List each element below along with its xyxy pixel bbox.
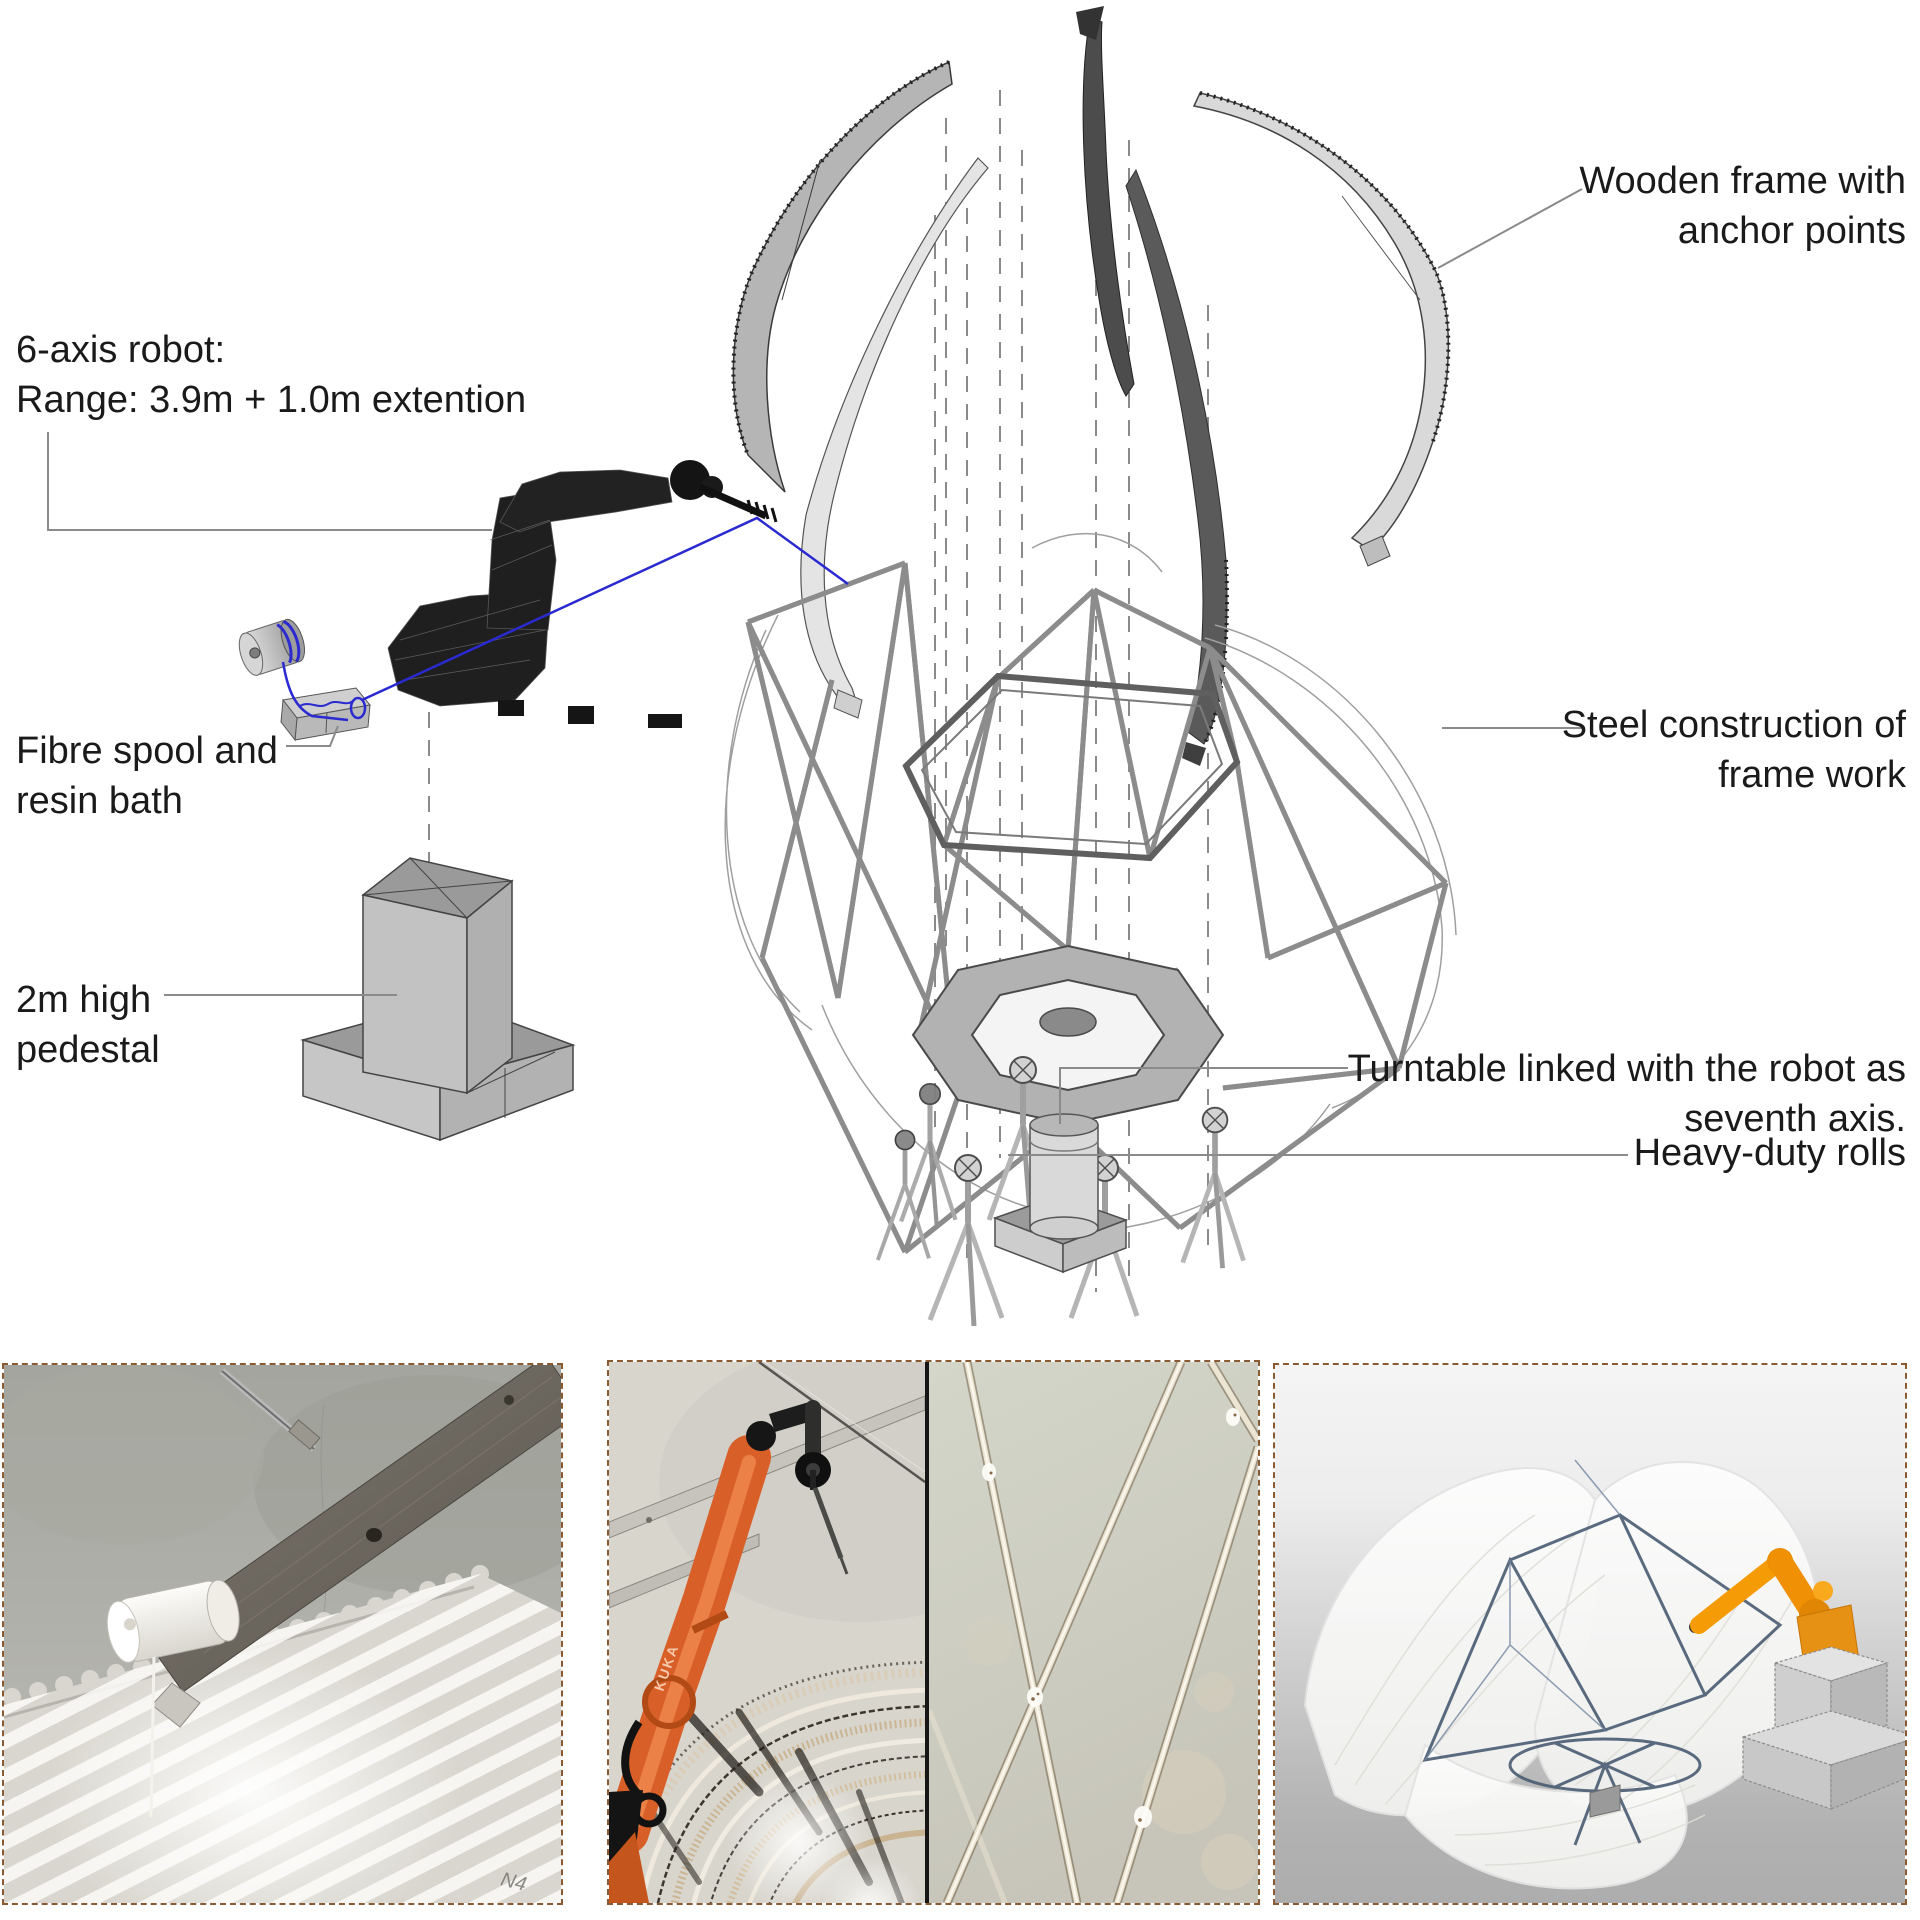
leader-lines xyxy=(47,188,1628,1156)
anchor-points-ticks xyxy=(1199,91,1451,445)
spindle-effector xyxy=(795,1400,849,1575)
label-spool: Fibre spool and resin bath xyxy=(16,726,278,826)
label-robot-line1: 6-axis robot: xyxy=(16,329,226,371)
label-robot: 6-axis robot: Range: 3.9m + 1.0m extenti… xyxy=(16,325,526,425)
render-pedestal xyxy=(1740,1646,1905,1810)
label-rolls: Heavy-duty rolls xyxy=(1634,1128,1906,1178)
hanging-thread xyxy=(149,1656,156,1818)
label-pedestal-line1: 2m high xyxy=(16,979,152,1021)
render-pavilion xyxy=(1273,1363,1907,1905)
leader-turntable xyxy=(1059,1067,1348,1124)
roll-tripod xyxy=(899,1082,958,1227)
roll-tripod xyxy=(875,1129,931,1261)
white-spool-cylinder xyxy=(106,1579,240,1663)
photo-fiber-net xyxy=(929,1362,1258,1903)
label-spool-line2: resin bath xyxy=(16,780,183,822)
robot-feet xyxy=(498,700,682,728)
label-wooden-line2: anchor points xyxy=(1677,210,1906,252)
metal-rod xyxy=(219,1368,321,1452)
robot-mesh-hatch xyxy=(394,519,553,681)
steel-frame-thin xyxy=(1424,1459,1621,1761)
photo-fiber-net-art xyxy=(929,1362,1258,1903)
render-pavilion-art xyxy=(1275,1365,1905,1903)
kuka-arm: KUKA xyxy=(609,1400,849,1903)
label-steel-line1: Steel construction of xyxy=(1561,704,1906,746)
wooden-frame-pieces xyxy=(731,6,1451,766)
fibre-spool xyxy=(238,618,306,676)
wooden-frame-center-dark xyxy=(1076,6,1135,397)
leader-spool xyxy=(286,725,339,747)
six-axis-robot xyxy=(387,460,778,728)
turntable-group xyxy=(875,1056,1246,1327)
end-effector-comb xyxy=(746,499,778,523)
render-robot xyxy=(1689,1548,1860,1672)
exploded-axonometric-diagram xyxy=(47,6,1628,1327)
steel-construction xyxy=(724,532,1457,1252)
label-steel-line2: frame work xyxy=(1718,754,1906,796)
label-wooden-frame: Wooden frame with anchor points xyxy=(1579,156,1906,256)
wooden-frame-center-right-dark xyxy=(1125,168,1229,766)
fiber-envelope-outlines xyxy=(724,532,1457,1233)
steel-top-ring xyxy=(902,672,1241,862)
anchor-points-ticks xyxy=(731,60,950,456)
fiber-dome xyxy=(611,1660,925,1903)
label-turntable-line1: Turntable linked with the robot as xyxy=(1347,1048,1906,1090)
render-turntable xyxy=(1589,1784,1621,1818)
resin-bath xyxy=(280,687,371,742)
leader-wooden-frame xyxy=(1437,188,1583,269)
wooden-frame-left xyxy=(731,60,953,493)
fibre-path-blue xyxy=(281,516,849,722)
label-wooden-line1: Wooden frame with xyxy=(1579,160,1906,202)
steel-cable xyxy=(758,1362,925,1484)
steel-center-ring xyxy=(911,944,1225,1126)
wooden-frame-right xyxy=(1192,91,1451,567)
fiber-pavilion xyxy=(1303,1459,1821,1890)
photo-divider xyxy=(925,1362,929,1903)
roll-tripod xyxy=(927,1154,1005,1327)
label-pedestal: 2m high pedestal xyxy=(16,975,160,1075)
fin-comb-structure xyxy=(4,1565,561,1903)
label-rolls-line1: Heavy-duty rolls xyxy=(1633,1132,1906,1174)
roll-tripod xyxy=(1180,1106,1246,1269)
photo-panel-middle: KUKA xyxy=(607,1360,1260,1905)
photo-end-effector-art: N4 xyxy=(4,1365,561,1903)
steel-frame-lines xyxy=(1422,1513,1783,1846)
label-robot-line2: Range: 3.9m + 1.0m extention xyxy=(16,379,527,421)
wooden-frame-left-inner xyxy=(800,157,989,719)
bokeh xyxy=(965,1618,1257,1890)
wrist-joint xyxy=(746,1421,776,1451)
photo-kuka-robot: KUKA xyxy=(609,1362,925,1903)
label-steel-frame: Steel construction of frame work xyxy=(1562,700,1906,800)
pedestal xyxy=(300,857,576,1142)
photo-end-effector: N4 xyxy=(2,1363,563,1905)
label-spool-line1: Fibre spool and xyxy=(16,730,278,772)
beam-end-effector xyxy=(144,1365,561,1728)
label-turntable: Turntable linked with the robot as seven… xyxy=(1348,1044,1906,1144)
resin-nodes xyxy=(982,1408,1240,1828)
label-pedestal-line2: pedestal xyxy=(16,1029,160,1071)
turntable-cylinder xyxy=(992,1113,1129,1274)
leader-robot xyxy=(47,432,492,531)
label-turntable-line2: seventh axis. xyxy=(1684,1098,1906,1140)
photo-kuka-art: KUKA xyxy=(609,1362,925,1903)
